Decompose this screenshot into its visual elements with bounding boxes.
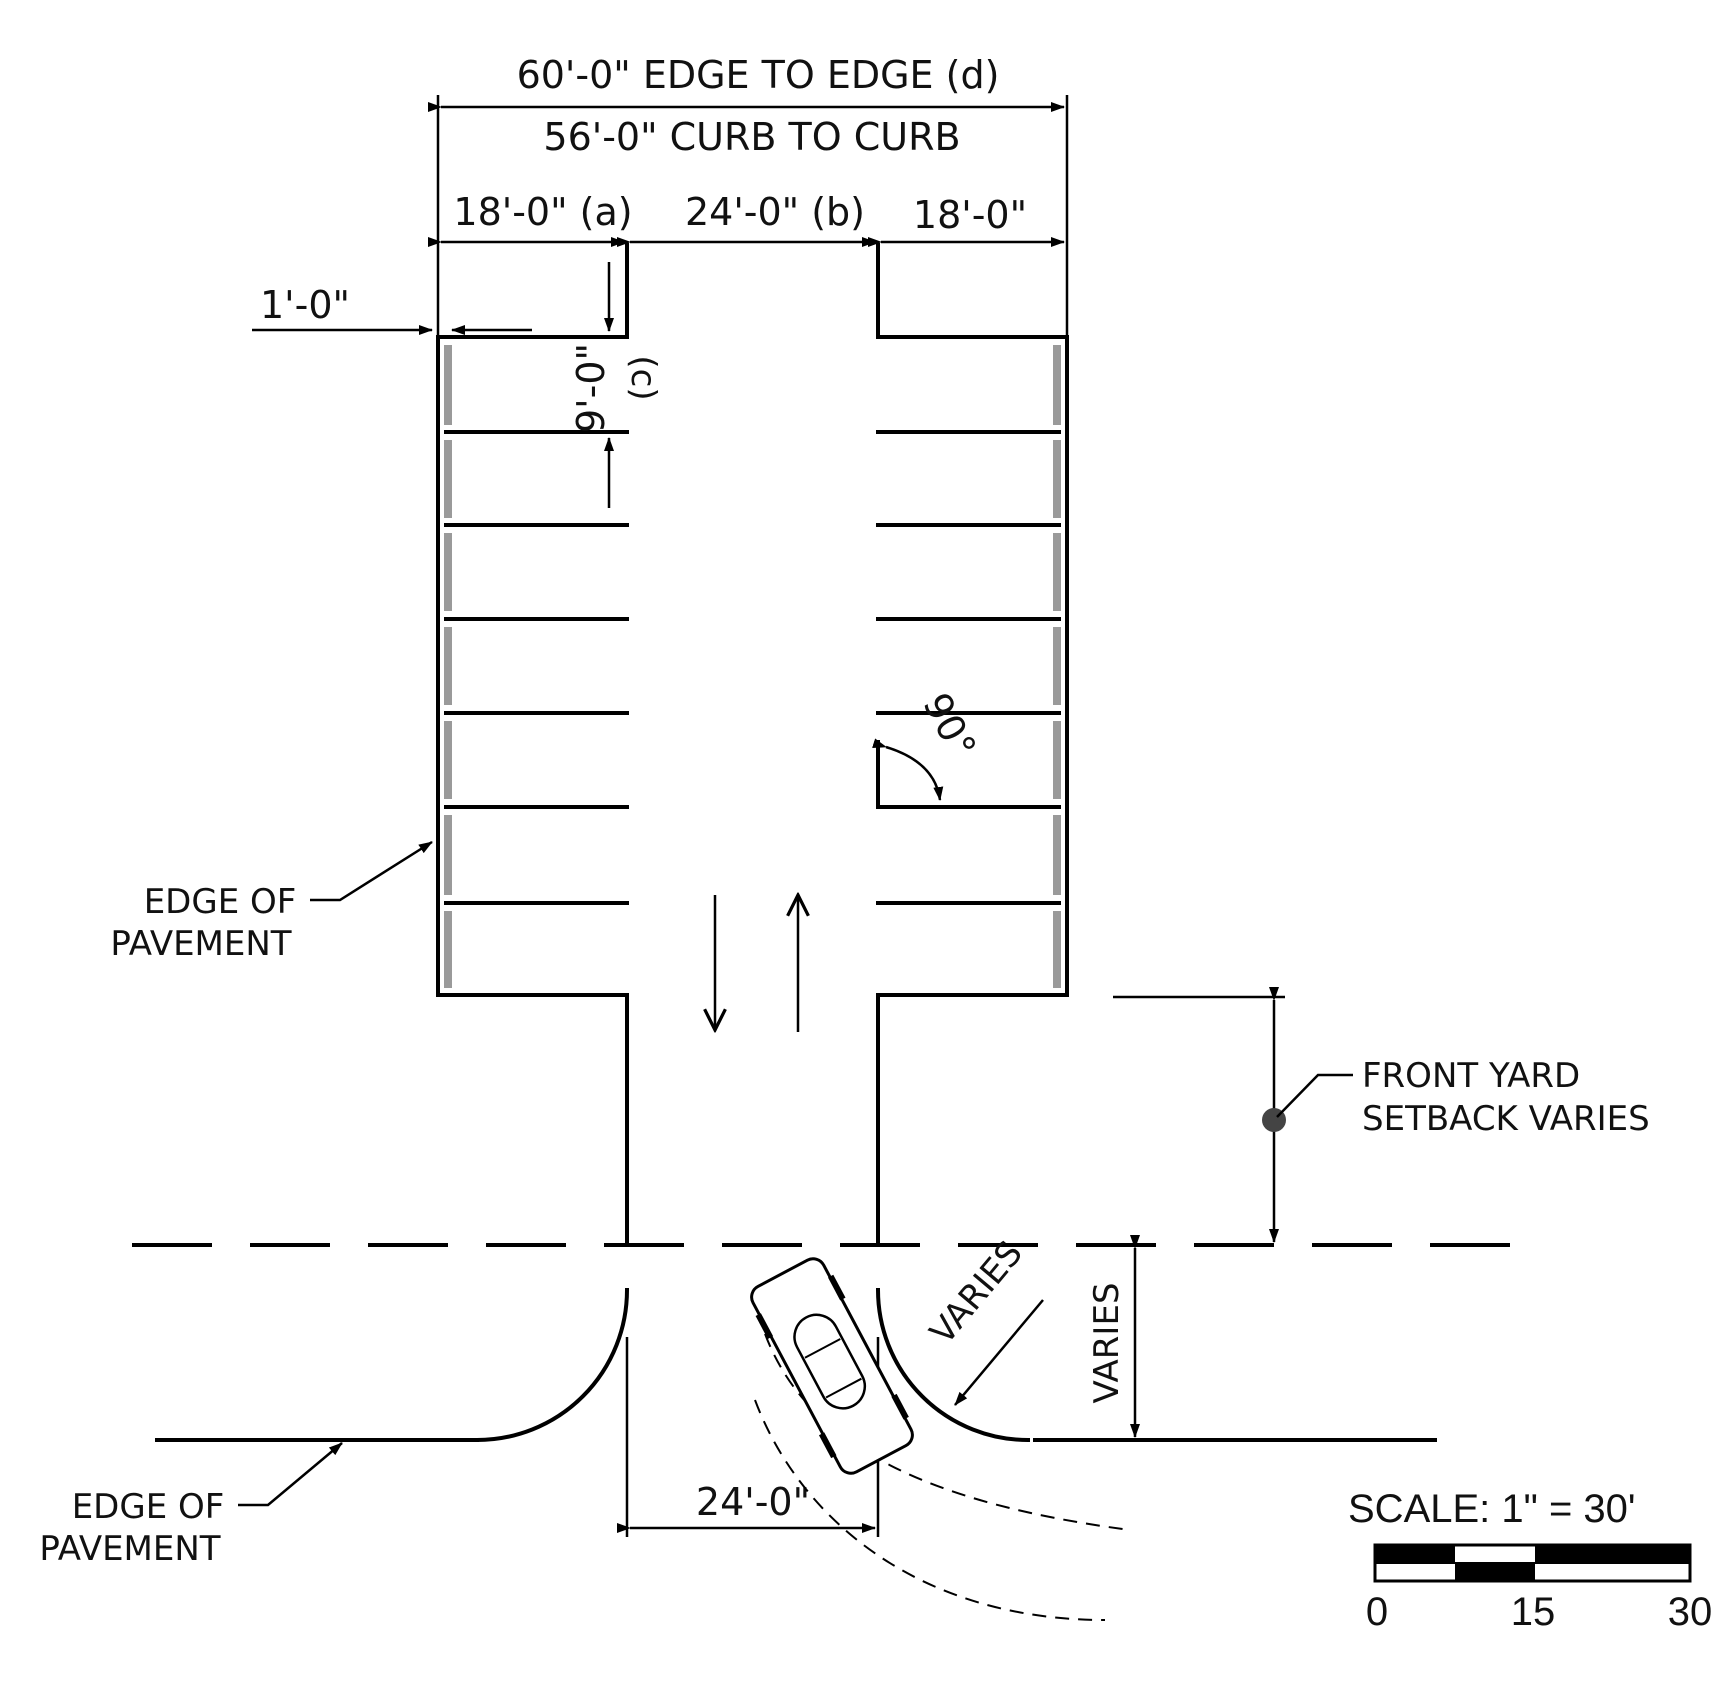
label-stall-width-note: (c) [623, 355, 663, 400]
scale-tick-30: 30 [1668, 1590, 1713, 1634]
dim-arrow-radius [954, 1299, 1044, 1406]
scale-tick-15: 15 [1511, 1590, 1556, 1634]
label-edge-to-edge: 60'-0" EDGE TO EDGE (d) [517, 53, 1000, 97]
angle-arc [872, 738, 944, 801]
label-curb-to-curb: 56'-0" CURB TO CURB [543, 115, 960, 159]
label-stall-width: 9'-0" [569, 343, 613, 433]
wheel-stops-right [1053, 345, 1061, 988]
label-edge-of-pavement-upper-1: EDGE OF [144, 882, 297, 922]
car-icon [750, 1257, 914, 1475]
label-right-stall-depth: 18'-0" [913, 193, 1027, 237]
right-stall-lines [876, 430, 1061, 905]
label-overhang: 1'-0" [260, 283, 350, 327]
left-stall-lines [444, 430, 629, 905]
leader-front-yard [1276, 1073, 1353, 1118]
scale-bar [1373, 1543, 1692, 1583]
leader-edge-of-pavement-upper [310, 840, 433, 902]
label-edge-of-pavement-lower-2: PAVEMENT [39, 1529, 220, 1569]
curb-return-left [474, 1287, 630, 1443]
leader-edge-of-pavement-lower [238, 1442, 343, 1507]
lot-outline-right [876, 243, 1069, 1247]
scale-tick-0: 0 [1366, 1590, 1388, 1634]
label-edge-of-pavement-lower-1: EDGE OF [72, 1487, 225, 1527]
label-angle: 90° [914, 686, 984, 766]
lot-outline-left [436, 243, 629, 1247]
turning-path-outer [754, 1399, 1106, 1621]
label-front-yard-1: FRONT YARD [1362, 1056, 1580, 1096]
label-edge-of-pavement-upper-2: PAVEMENT [110, 924, 291, 964]
scale-label: SCALE: 1" = 30' [1348, 1487, 1636, 1531]
label-front-yard-2: SETBACK VARIES [1362, 1099, 1650, 1139]
label-driveway-width: 24'-0" [696, 1480, 810, 1524]
label-depth-varies: VARIES [1087, 1282, 1127, 1403]
label-aisle-width: 24'-0" (b) [685, 190, 865, 234]
wheel-stops-left [444, 345, 452, 988]
label-left-stall-depth: 18'-0" (a) [453, 190, 632, 234]
curb-return-right [875, 1287, 1031, 1443]
